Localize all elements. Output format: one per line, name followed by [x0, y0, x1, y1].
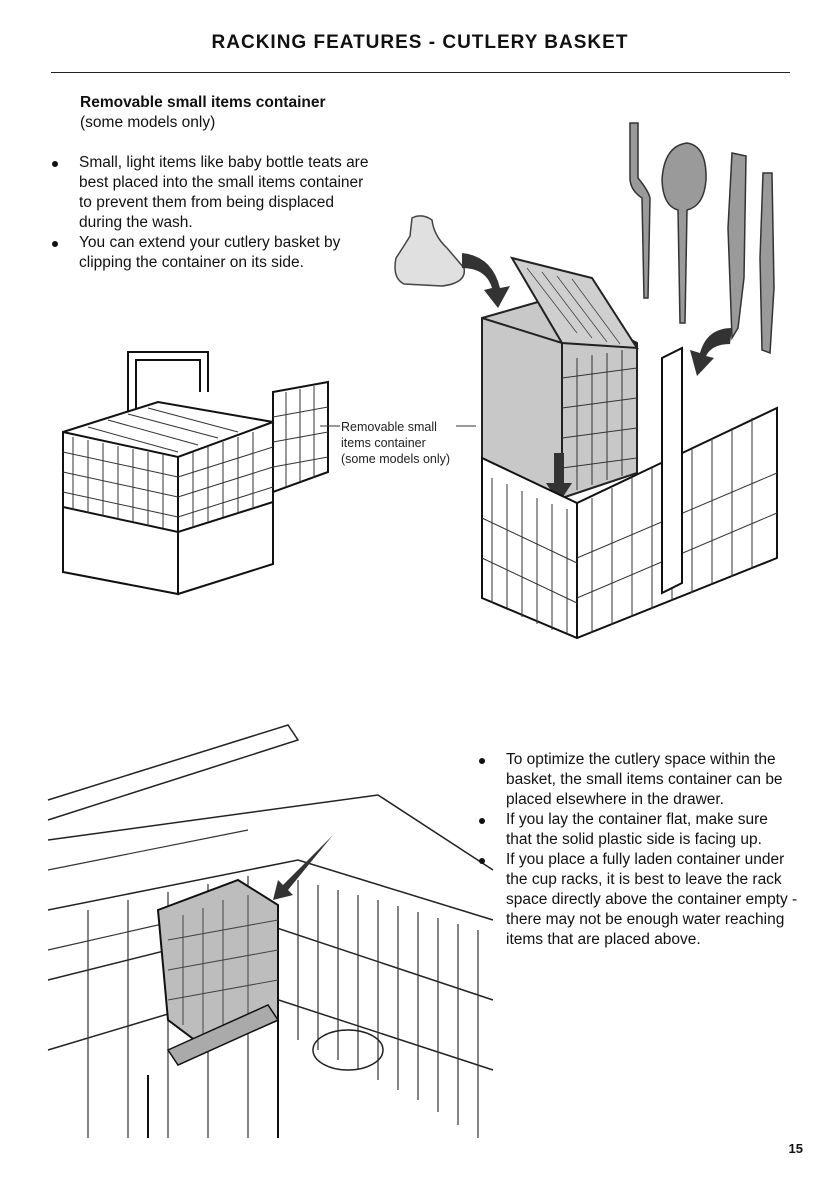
bullet-item: If you place a fully laden container und… — [478, 850, 798, 950]
container-callout: Removable small items container (some mo… — [341, 419, 481, 467]
header-rule — [51, 72, 790, 73]
insert-arrow-right-icon — [690, 328, 732, 376]
drawer-illustration — [47, 720, 494, 1138]
bottle-teat-icon — [394, 215, 466, 287]
page-title: RACKING FEATURES - CUTLERY BASKET — [211, 32, 629, 53]
knife-icon — [727, 152, 747, 341]
bullet-item: To optimize the cutlery space within the… — [478, 750, 798, 810]
fork-icon — [629, 122, 651, 299]
callout-line-1: Removable small — [341, 420, 437, 434]
section-heading-block: Removable small items container (some mo… — [80, 93, 326, 133]
spoon-icon — [661, 142, 707, 324]
placement-arrow-icon — [273, 830, 338, 900]
section-subheading: (some models only) — [80, 114, 216, 131]
bullet-item: If you lay the container flat, make sure… — [478, 810, 798, 850]
callout-line-3: (some models only) — [341, 452, 451, 466]
insert-arrow-icon — [462, 253, 510, 308]
butter-knife-icon — [759, 172, 775, 355]
section-heading: Removable small items container — [80, 94, 326, 111]
bottom-bullet-list: To optimize the cutlery space within the… — [478, 750, 798, 950]
bullet-item: Small, light items like baby bottle teat… — [51, 153, 371, 233]
callout-line-right — [456, 425, 476, 427]
top-bullet-list: Small, light items like baby bottle teat… — [51, 153, 371, 273]
callout-line-2: items container — [341, 436, 426, 450]
bullet-item: You can extend your cutlery basket by cl… — [51, 233, 371, 273]
page-number: 15 — [788, 1141, 803, 1156]
container-insertion-illustration — [394, 122, 778, 640]
basket-with-container-illustration — [62, 351, 329, 596]
callout-line — [320, 425, 340, 427]
